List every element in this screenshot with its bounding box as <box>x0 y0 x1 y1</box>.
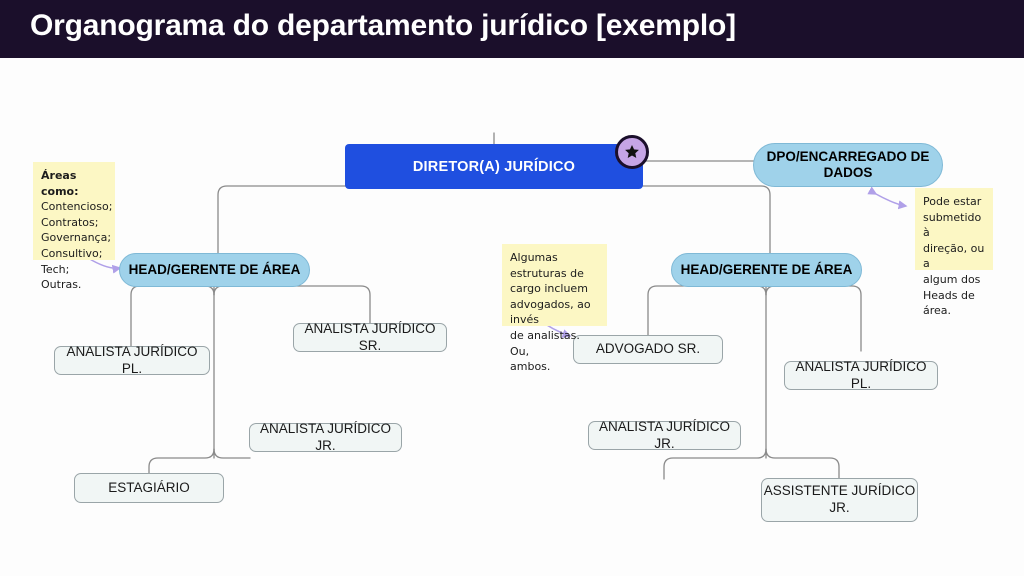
note-dpo-line-4: algum dos <box>923 273 981 287</box>
diagram-canvas: DIRETOR(A) JURÍDICO DPO/ENCARREGADO DE D… <box>0 58 1024 576</box>
wire-director-to-heads <box>217 185 771 259</box>
note-dpo-subordinacao: Pode estar submetido à direção, ou a alg… <box>915 188 993 317</box>
note-areas-line-6: Outras. <box>41 278 82 292</box>
node-head-gerente-area-left[interactable]: HEAD/GERENTE DE ÁREA <box>119 253 310 287</box>
note-areas-heading: Áreas como: <box>41 169 79 198</box>
node-analista-juridico-pl-left[interactable]: ANALISTA JURÍDICO PL. <box>54 344 210 376</box>
node-analista-juridico-pl-right[interactable]: ANALISTA JURÍDICO PL. <box>784 359 938 391</box>
node-analista-juridico-jr-right[interactable]: ANALISTA JURÍDICO JR. <box>588 419 741 451</box>
wire-left-head-to-pl <box>130 285 215 347</box>
node-dpo-line-1: DPO/ENCARREGADO DE <box>766 148 930 164</box>
node-analista-juridico-jr-left[interactable]: ANALISTA JURÍDICO JR. <box>249 421 402 453</box>
note-cargos-line-5: ambos. <box>510 360 551 374</box>
node-advogado-sr[interactable]: ADVOGADO SR. <box>573 335 723 364</box>
note-areas-line-4: Consultivo; <box>41 247 103 261</box>
node-assistente-line-1: ASSISTENTE JURÍDICO <box>763 483 916 499</box>
note-cargos-line-1: Algumas estruturas de <box>510 251 584 280</box>
node-dpo-encarregado-dados[interactable]: DPO/ENCARREGADO DE DADOS <box>753 143 943 187</box>
wire-right-head-to-advogado <box>647 285 767 336</box>
note-cargos-line-3: advogados, ao invés <box>510 297 591 327</box>
note-cargos-line-2: cargo incluem <box>510 282 588 296</box>
wire-left-head-to-estagiario <box>148 448 215 474</box>
title-bar: Organograma do departamento jurídico [ex… <box>0 0 1024 58</box>
node-diretor-juridico[interactable]: DIRETOR(A) JURÍDICO <box>345 144 643 189</box>
note-areas-line-2: Contratos; <box>41 215 99 229</box>
wire-left-head-to-jr <box>213 448 251 459</box>
note-areas-como: Áreas como: Contencioso; Contratos; Gove… <box>33 162 115 291</box>
node-head-gerente-area-right[interactable]: HEAD/GERENTE DE ÁREA <box>671 253 862 287</box>
node-assistente-juridico-jr[interactable]: ASSISTENTE JURÍDICO JR. <box>761 478 918 522</box>
note-areas-line-1: Contencioso; <box>41 200 113 214</box>
node-assistente-line-2: JR. <box>829 500 850 515</box>
node-estagiario[interactable]: ESTAGIÁRIO <box>74 473 224 503</box>
wire-right-head-to-assistente <box>765 448 840 479</box>
note-cargos-line-4: de analistas. Ou, <box>510 329 580 358</box>
note-dpo-line-2: submetido à <box>923 210 982 240</box>
note-estruturas-cargo: Algumas estruturas de cargo incluem advo… <box>502 244 607 373</box>
node-dpo-line-2: DADOS <box>823 165 873 180</box>
note-dpo-line-3: direção, ou a <box>923 241 985 271</box>
note-dpo-line-5: Heads de área. <box>923 288 975 318</box>
note-areas-line-5: Tech; <box>41 262 70 276</box>
note-dpo-line-1: Pode estar <box>923 195 982 208</box>
arrow-dpo-note <box>867 186 908 210</box>
wire-right-head-to-pl <box>765 285 862 352</box>
page-title: Organograma do departamento jurídico [ex… <box>30 9 736 42</box>
star-badge-icon <box>615 135 649 169</box>
node-analista-juridico-sr[interactable]: ANALISTA JURÍDICO SR. <box>293 321 447 353</box>
note-areas-line-3: Governança; <box>41 231 112 245</box>
wire-right-head-to-jr <box>663 448 767 480</box>
wire-left-head-to-sr <box>213 285 371 324</box>
